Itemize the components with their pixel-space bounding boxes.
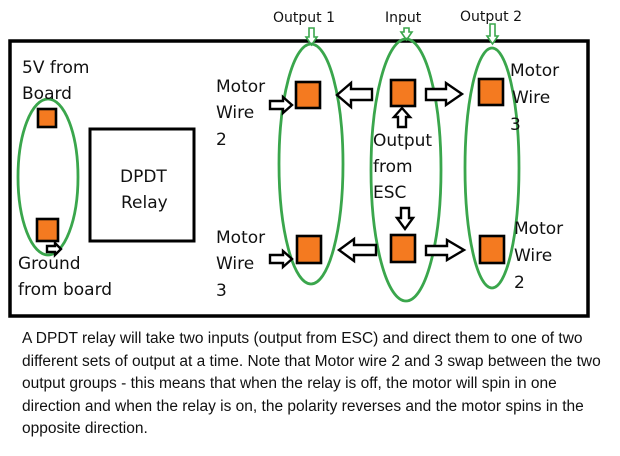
- output-2-group-ellipse: [463, 46, 521, 290]
- svg-text:Motor: Motor: [216, 228, 265, 248]
- arrow-up-icon: [391, 106, 413, 129]
- relay-diagram: Output 1 Input Output 2 DPDT Relay 5V fr…: [8, 9, 590, 318]
- relay-label-line2: Relay: [121, 193, 168, 213]
- arrow-left-icon: [336, 236, 378, 264]
- input-group-ellipse: [369, 37, 443, 303]
- svg-text:2: 2: [514, 273, 525, 293]
- arrow-right-icon: [45, 240, 63, 258]
- svg-text:Output: Output: [373, 131, 432, 151]
- description-caption: A DPDT relay will take two inputs (outpu…: [22, 330, 601, 437]
- motor-wire-2-bottom-right-label: Motor Wire 2: [514, 219, 563, 293]
- terminal-output1-top: [294, 80, 322, 110]
- down-arrow-icon: [304, 27, 319, 47]
- 5v-label-line2: Board: [22, 84, 72, 104]
- down-arrow-icon: [399, 27, 414, 42]
- svg-text:Wire: Wire: [216, 103, 254, 123]
- terminal-ground: [35, 217, 60, 243]
- label-input: Input: [385, 10, 422, 26]
- svg-text:Motor: Motor: [216, 77, 265, 97]
- ground-label-line1: Ground: [18, 254, 81, 274]
- svg-text:Motor: Motor: [510, 61, 559, 81]
- motor-wire-2-top-label: Motor Wire 2: [216, 77, 265, 150]
- down-arrow-icon: [485, 23, 500, 46]
- arrow-left-icon: [335, 80, 374, 110]
- motor-wire-3-bottom-left-label: Motor Wire 3: [216, 228, 265, 301]
- output-1-group-ellipse: [277, 42, 345, 286]
- svg-text:3: 3: [216, 281, 227, 301]
- header-arrows: [304, 23, 500, 47]
- esc-output-label: Output from ESC: [373, 131, 432, 203]
- svg-text:2: 2: [216, 130, 227, 150]
- ground-label-line2: from board: [18, 280, 112, 300]
- svg-text:Wire: Wire: [216, 254, 254, 274]
- svg-text:ESC: ESC: [373, 183, 406, 203]
- svg-text:Wire: Wire: [512, 88, 550, 108]
- arrow-right-icon: [268, 94, 294, 116]
- svg-text:from: from: [373, 157, 413, 177]
- arrow-right-icon: [424, 237, 467, 263]
- label-output-1: Output 1: [273, 10, 335, 26]
- terminal-input-top: [389, 78, 417, 108]
- dpdt-relay-box: [88, 127, 196, 243]
- arrow-right-icon: [424, 80, 465, 108]
- terminal-input-bottom: [389, 233, 417, 264]
- terminal-5v: [36, 107, 58, 129]
- relay-label-line1: DPDT: [120, 167, 167, 187]
- power-group-ellipse: [16, 97, 80, 257]
- arrow-right-icon: [268, 248, 294, 270]
- motor-wire-3-top-right-label: Motor Wire 3: [510, 61, 559, 135]
- svg-text:Motor: Motor: [514, 219, 563, 239]
- svg-text:3: 3: [510, 115, 521, 135]
- terminal-output2-top: [477, 77, 505, 107]
- terminal-output2-bottom: [478, 234, 506, 265]
- svg-text:Wire: Wire: [514, 246, 552, 266]
- 5v-label-line1: 5V from: [22, 58, 89, 78]
- terminal-output1-bottom: [295, 234, 323, 265]
- arrow-down-icon: [394, 206, 416, 232]
- label-output-2: Output 2: [460, 9, 522, 25]
